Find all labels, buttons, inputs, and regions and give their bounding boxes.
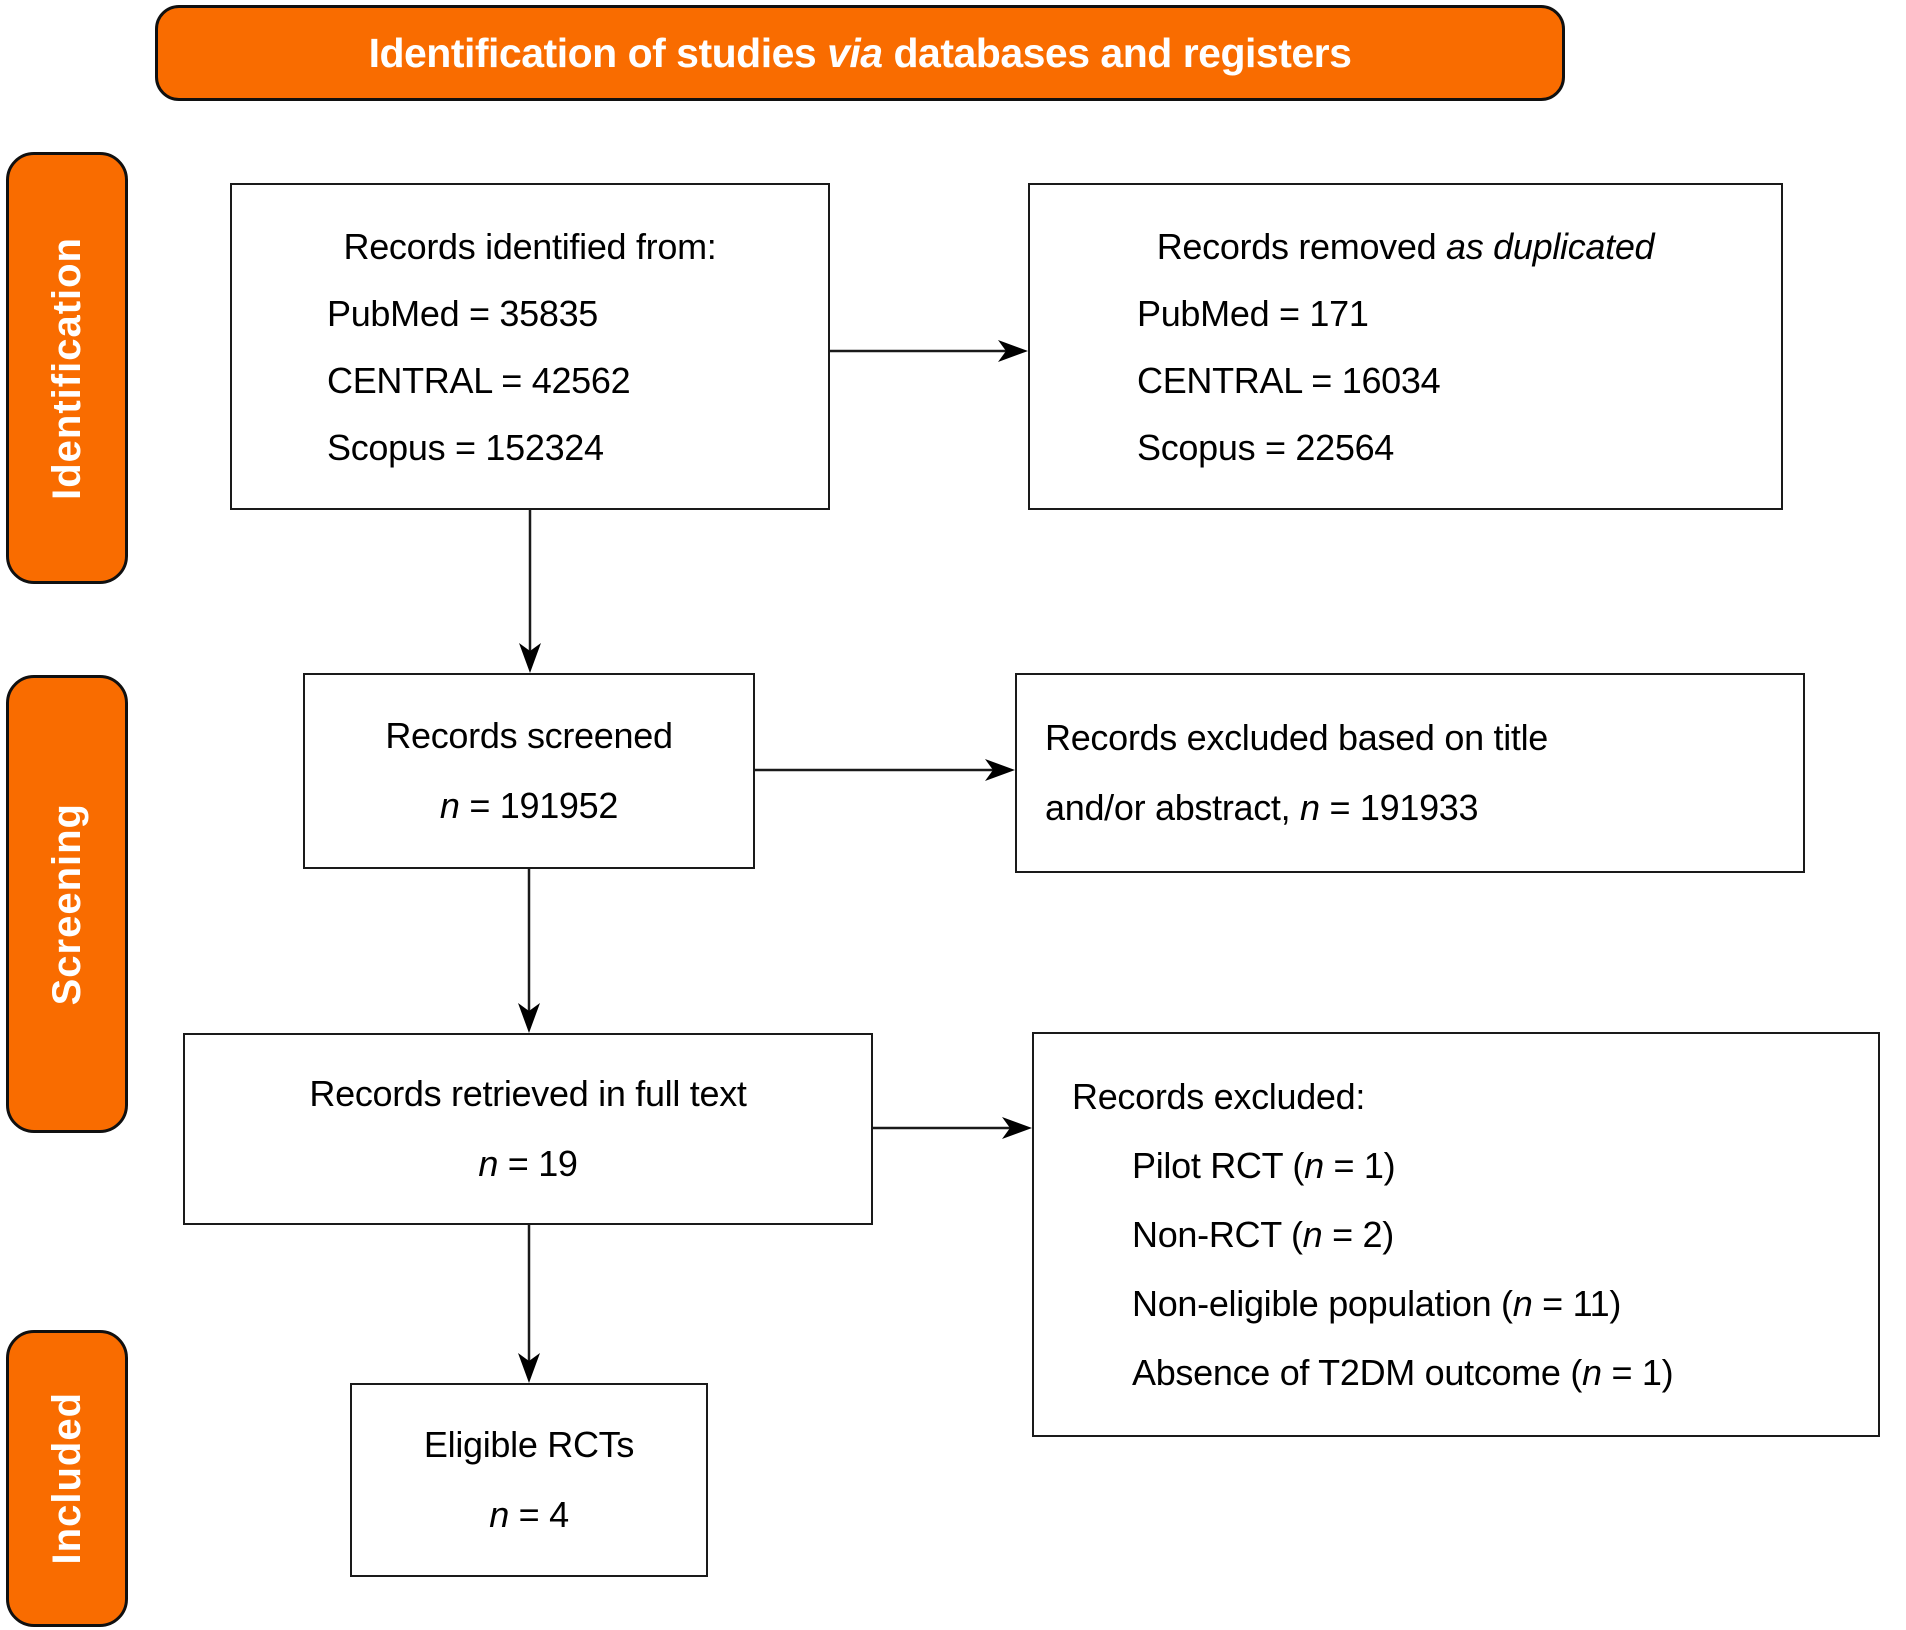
box-records-screened: Records screened n = 191952 <box>303 673 755 869</box>
arrow-fulltext-to-eligible <box>518 1225 540 1383</box>
italic-n: n <box>1582 1352 1602 1393</box>
diagram-title-banner: Identification of studies via databases … <box>155 5 1565 101</box>
excluded-reason-pilot-rct: Pilot RCT (n = 1) <box>1034 1131 1878 1200</box>
box-eligible-rcts: Eligible RCTs n = 4 <box>350 1383 708 1577</box>
title-italic-via: via <box>827 29 883 76</box>
arrow-screened-to-fulltext <box>518 869 540 1033</box>
box-records-fulltext: Records retrieved in full text n = 19 <box>183 1033 873 1225</box>
text-run: Non-eligible population ( <box>1132 1283 1513 1324</box>
removed-item-central: CENTRAL = 16034 <box>1137 359 1441 401</box>
stage-tab-identification: Identification <box>6 152 128 584</box>
stage-tab-screening: Screening <box>6 675 128 1133</box>
identified-item-central: CENTRAL = 42562 <box>327 359 631 401</box>
count-value: = 1) <box>1323 1145 1396 1186</box>
excluded-reason-absence-t2dm-outcome: Absence of T2DM outcome (n = 1) <box>1034 1338 1878 1407</box>
title-text-run: databases and registers <box>882 29 1352 76</box>
count-value: = 191952 <box>459 785 619 826</box>
box-records-removed-duplicates: Records removed as duplicated PubMed = 1… <box>1028 183 1783 510</box>
text-run: Non-RCT ( <box>1132 1214 1303 1255</box>
records-fulltext-count: n = 19 <box>185 1129 871 1199</box>
arrow-identified-to-screened <box>519 510 541 673</box>
italic-n: n <box>489 1494 509 1535</box>
identified-item-pubmed: PubMed = 35835 <box>327 292 599 334</box>
records-screened-heading: Records screened <box>385 715 673 756</box>
box-records-identified: Records identified from: PubMed = 35835 … <box>230 183 830 510</box>
records-fulltext-heading: Records retrieved in full text <box>309 1073 747 1114</box>
records-removed-heading: Records removed as duplicated <box>1030 213 1781 280</box>
text-run: Records removed <box>1156 225 1447 267</box>
text-run: Absence of T2DM outcome ( <box>1132 1352 1583 1393</box>
stage-label-screening: Screening <box>44 802 89 1006</box>
count-value: = 1) <box>1601 1352 1674 1393</box>
count-value: = 11) <box>1532 1283 1622 1324</box>
arrow-fulltext-to-excluded <box>873 1117 1032 1139</box>
records-identified-heading: Records identified from: <box>343 225 717 267</box>
box-records-excluded-title-abstract: Records excluded based on title and/or a… <box>1015 673 1805 873</box>
count-value: = 191933 <box>1319 787 1479 828</box>
stage-tab-included: Included <box>6 1330 128 1627</box>
records-screened-count: n = 191952 <box>305 771 753 841</box>
text-run: and/or abstract, <box>1045 787 1301 828</box>
italic-n: n <box>1302 1214 1323 1255</box>
excluded-title-line1: Records excluded based on title <box>1045 717 1549 758</box>
stage-label-included: Included <box>44 1392 89 1565</box>
italic-as-duplicated: as duplicated <box>1446 225 1655 267</box>
stage-label-identification: Identification <box>44 236 89 500</box>
arrow-identified-to-duplicates <box>830 340 1028 362</box>
text-run: Pilot RCT ( <box>1132 1145 1305 1186</box>
excluded-title-line2: and/or abstract, n = 191933 <box>1017 773 1803 843</box>
eligible-rcts-heading: Eligible RCTs <box>423 1424 635 1465</box>
removed-item-pubmed: PubMed = 171 <box>1137 292 1369 334</box>
box-records-excluded-fulltext: Records excluded: Pilot RCT (n = 1) Non-… <box>1032 1032 1880 1437</box>
count-value: = 2) <box>1322 1214 1394 1255</box>
italic-n: n <box>1304 1145 1324 1186</box>
italic-n: n <box>478 1143 499 1184</box>
count-value: = 4 <box>508 1494 569 1535</box>
italic-n: n <box>1512 1283 1533 1324</box>
arrow-screened-to-excluded-title <box>755 759 1015 781</box>
removed-item-scopus: Scopus = 22564 <box>1137 426 1395 468</box>
identified-item-scopus: Scopus = 152324 <box>327 426 604 468</box>
excluded-reason-non-rct: Non-RCT (n = 2) <box>1034 1200 1878 1269</box>
excluded-fulltext-heading: Records excluded: <box>1072 1076 1366 1117</box>
excluded-reason-non-eligible-population: Non-eligible population (n = 11) <box>1034 1269 1878 1338</box>
title-text-run: Identification of studies <box>368 29 828 76</box>
italic-n: n <box>439 785 460 826</box>
diagram-title: Identification of studies via databases … <box>369 30 1352 77</box>
eligible-rcts-count: n = 4 <box>352 1480 706 1550</box>
italic-n: n <box>1300 787 1320 828</box>
count-value: = 19 <box>498 1143 578 1184</box>
